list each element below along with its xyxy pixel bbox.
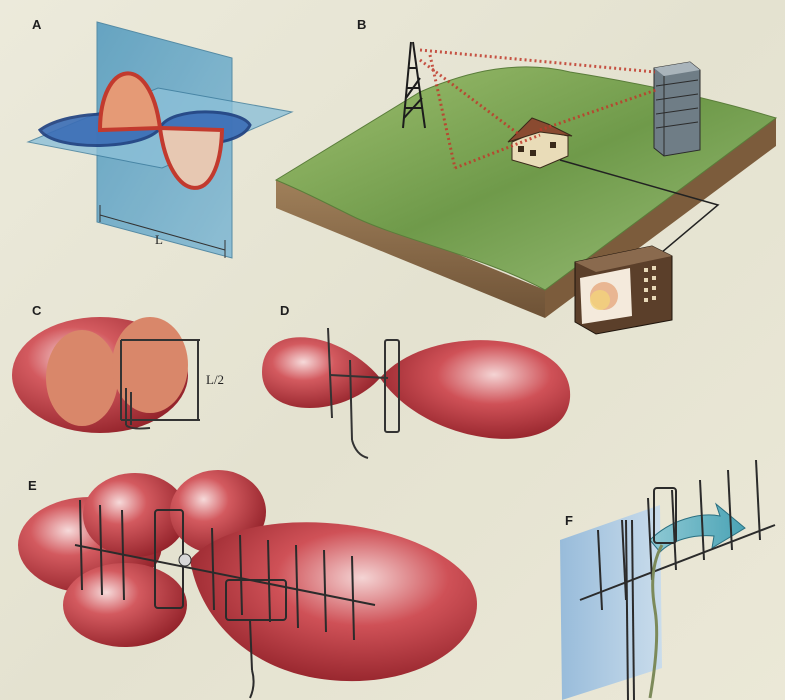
panel-f-mounted-antenna bbox=[560, 459, 776, 700]
television-set bbox=[574, 245, 673, 335]
panel-label-d: D bbox=[280, 303, 290, 318]
back-lobe bbox=[262, 337, 380, 409]
red-electric-wave-upper bbox=[97, 71, 163, 133]
dimension-line-l bbox=[99, 214, 226, 251]
dimension-label-l: L bbox=[155, 232, 163, 247]
boom-clamp bbox=[178, 553, 192, 567]
reflected-signal-plane bbox=[560, 505, 662, 700]
red-electric-wave-lower bbox=[157, 125, 225, 190]
coax-cable bbox=[648, 544, 664, 699]
torus-cut-left bbox=[46, 330, 118, 426]
radio-signal-paths bbox=[419, 48, 657, 170]
antenna-cable bbox=[559, 159, 720, 259]
panel-label-c: C bbox=[32, 303, 42, 318]
panel-label-b: B bbox=[357, 17, 367, 32]
panel-e-yagi-pattern bbox=[18, 470, 478, 699]
rooftop-antenna bbox=[579, 459, 776, 700]
land-surface bbox=[274, 66, 778, 291]
dimension-label-half-l: L/2 bbox=[206, 372, 225, 387]
panel-label-e: E bbox=[28, 478, 37, 493]
panel-label-a: A bbox=[32, 17, 42, 32]
torus-cut-right bbox=[112, 317, 188, 413]
side-lobe-top-left bbox=[83, 473, 187, 557]
panel-d-directional-pattern bbox=[262, 327, 571, 459]
transmission-tower bbox=[402, 41, 426, 129]
panel-a-wave-diagram bbox=[26, 21, 294, 259]
dipole-element bbox=[120, 339, 200, 430]
tall-building bbox=[653, 61, 701, 157]
dipole-with-reflector bbox=[327, 327, 400, 459]
main-lobe bbox=[380, 340, 571, 439]
panel-b-landscape bbox=[274, 41, 778, 335]
panel-label-f: F bbox=[565, 513, 573, 528]
soil-front bbox=[276, 180, 545, 318]
main-forward-lobe bbox=[190, 522, 478, 682]
panel-c-dipole-torus bbox=[12, 317, 200, 433]
